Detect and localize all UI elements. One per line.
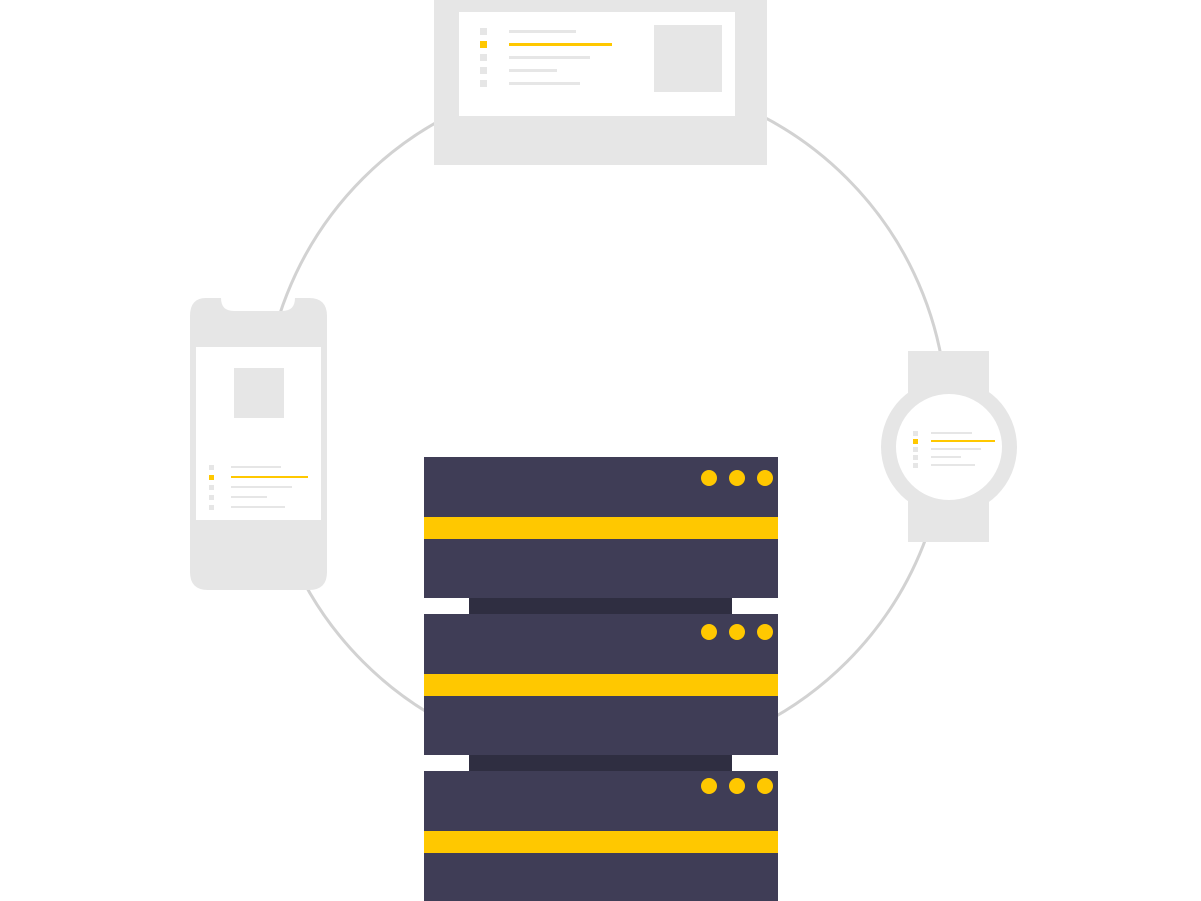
server-led [701, 470, 717, 486]
server-unit-1 [424, 457, 778, 598]
watch-list [913, 431, 995, 468]
server-stripe [424, 517, 778, 539]
server-led [701, 778, 717, 794]
monitor-list [480, 28, 612, 87]
phone-list [209, 465, 308, 510]
monitor-line [509, 30, 576, 33]
watch-bullet [913, 431, 918, 436]
monitor-bullet [480, 80, 487, 87]
smartphone-icon [190, 298, 327, 590]
monitor-bullet [480, 28, 487, 35]
server-led [701, 624, 717, 640]
watch-bullet [913, 455, 918, 460]
phone-bullet [209, 485, 214, 490]
server-led [757, 778, 773, 794]
server-led [729, 778, 745, 794]
server-stripe [424, 831, 778, 853]
server-unit-2 [424, 614, 778, 755]
phone-image-placeholder [234, 368, 284, 418]
monitor-line [509, 69, 557, 72]
phone-line [231, 506, 285, 508]
watch-bullet [913, 447, 918, 452]
phone-bullet [209, 505, 214, 510]
smartwatch-icon [881, 351, 1017, 542]
watch-line [931, 448, 981, 450]
watch-line [931, 456, 961, 458]
phone-line-active [231, 476, 308, 478]
watch-line [931, 464, 975, 466]
phone-line [231, 496, 267, 498]
server-stripe [424, 674, 778, 696]
monitor-image-placeholder [654, 25, 722, 92]
watch-face [896, 394, 1002, 500]
server-stack-icon [424, 457, 778, 901]
monitor-bullet-active [480, 41, 487, 48]
server-led [729, 470, 745, 486]
monitor-bullet [480, 67, 487, 74]
server-led [729, 624, 745, 640]
phone-bullet [209, 465, 214, 470]
watch-bullet-active [913, 439, 918, 444]
monitor-bullet [480, 54, 487, 61]
monitor-icon [434, 0, 767, 165]
phone-bullet [209, 495, 214, 500]
server-led [757, 624, 773, 640]
server-led [757, 470, 773, 486]
monitor-line [509, 56, 590, 59]
phone-line [231, 466, 281, 468]
server-unit-3 [424, 771, 778, 901]
watch-bullet [913, 463, 918, 468]
monitor-line [509, 82, 580, 85]
watch-line-active [931, 440, 995, 442]
server-connector [469, 754, 732, 772]
monitor-line-active [509, 43, 612, 46]
server-connector [469, 597, 732, 615]
phone-line [231, 486, 292, 488]
watch-line [931, 432, 972, 434]
phone-bullet-active [209, 475, 214, 480]
